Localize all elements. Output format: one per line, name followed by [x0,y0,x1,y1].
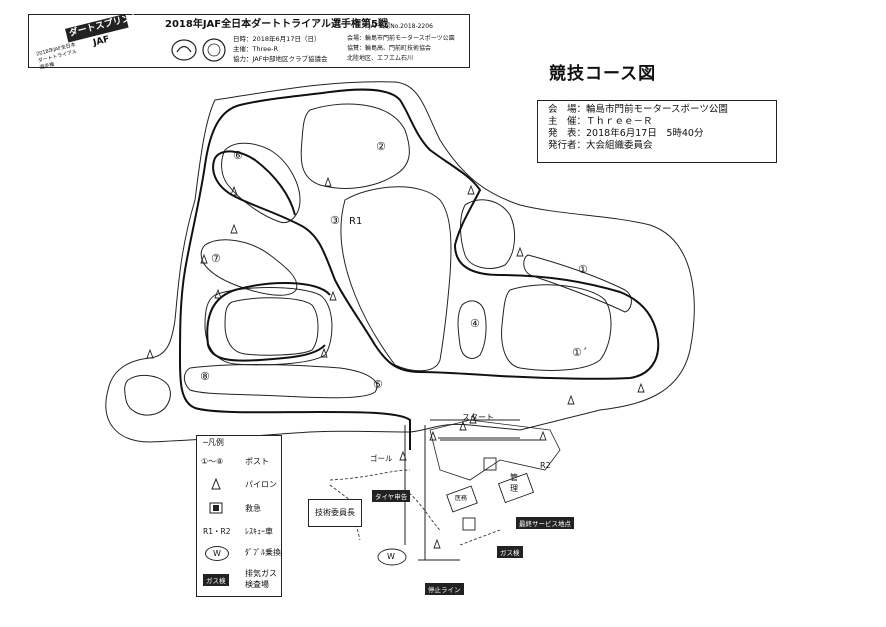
island-post2 [300,103,410,189]
post-5: ⑤ [373,378,383,391]
legend-w-marker: W [205,546,229,561]
sub-line-2: 北陸地区、エフエム石川 [347,55,414,62]
island-left-bottom [124,374,171,416]
post-6: ⑥ [233,149,243,162]
pylon-icon-group [146,176,645,549]
paddock-outline [429,419,561,481]
rescue-car-r1: R1 [349,216,363,227]
legend-post-sym: ①～⑧ [201,457,224,466]
paddock-dashed [329,469,501,546]
legend-box: ─凡例 ①～⑧ ポスト パイロン 救急 R1・R2 ﾚｽｷｭｰ車 W ﾀﾞﾌﾞﾙ… [196,435,282,597]
post-4: ④ [470,317,480,330]
control-office: 管 理 [510,473,518,493]
rescue-car-r2: R2 [540,461,551,470]
tire-check-tag: タイヤ申告 [372,490,411,502]
site-outline [105,81,695,443]
double-swap-label: W [387,552,395,561]
island-loop-inner [224,297,319,356]
event-info-box: 会 場：輪島市門前モータースポーツ公園 主 催：Ｔｈｒｅｅ－Ｒ 発 表：2018… [537,100,777,163]
island-right-strip [523,254,632,313]
island-post6 [221,142,301,224]
legend-gas-sym: ガス検 [203,574,229,586]
date-line: 日時：2018年6月17日（日） [233,35,321,43]
double-swap-marker [377,548,407,566]
island-post7 [200,239,298,296]
island-center [340,186,452,372]
legend-pylon-label: パイロン [245,480,277,489]
info-row-venue: 会 場：輪島市門前モータースポーツ公園 [548,104,728,115]
organizer-logo-icon [202,38,226,62]
medical-label: 医務 [455,495,468,502]
post-1-dash: ①´ [572,346,588,359]
island-loop-left [204,287,333,366]
island-post1d [501,284,612,371]
jaf-logo-icon [171,39,197,61]
start-label: スタート [462,413,494,422]
organizer-line: 主催：Three-R [233,45,278,53]
legend-post-label: ポスト [245,457,269,466]
permit-number: JAF公認No.2018-2206 [369,23,433,30]
legend-gas-label: 排気ガス [245,569,277,578]
post-1: ① [578,263,588,276]
post-8: ⑧ [200,370,210,383]
final-service-tag: 最終サービス地点 [516,517,574,529]
legend-title: ─凡例 [203,438,224,447]
info-row-announced: 発 表：2018年6月17日 5時40分 [548,128,704,139]
gas-check-tag: ガス検 [497,546,523,558]
info-row-publisher: 発行者：大会組織委員会 [548,140,653,151]
rescue-icon [209,502,223,514]
pylon-icon [211,478,221,490]
legend-w-label: ﾀﾞﾌﾞﾙ乗換 [245,548,281,557]
event-header: ダートスプリント JAF 2018年JAF全日本 ダートトライアル 選手権 20… [28,12,470,71]
sub-line-1: 協賛：輪島高、門前町技術協会 [347,45,432,52]
stop-line-tag: 停止ライン [425,583,464,595]
post-2: ② [376,140,386,153]
legend-rescue-car-sym: R1・R2 [203,527,231,536]
island-post4 [457,300,487,359]
rescue-icon-group [446,457,535,531]
cooperation-line: 協力：JAF中部地区クラブ協議会 [233,55,328,63]
tech-committee-box: 技術委員長 [308,499,362,527]
course-line-inner [206,282,331,362]
legend-rescue-label: 救急 [245,504,261,513]
course-line [179,88,660,450]
island-right-upper [460,199,516,269]
venue-line: 会場：輪島市門前モータースポーツ公園 [347,35,455,42]
legend-rescue-car-label: ﾚｽｷｭｰ車 [245,527,273,536]
goal-label: ゴール [370,454,393,463]
island-post8 [183,364,378,399]
post-3: ③ [330,214,340,227]
info-row-organizer: 主 催：Ｔｈｒｅｅ－Ｒ [548,116,653,127]
paddock-road [404,419,545,560]
post-7: ⑦ [211,252,221,265]
event-title: 2018年JAF全日本ダートトライアル選手権第5戦 [165,19,388,30]
map-title: 競技コース図 [549,64,657,84]
legend-gas-label-2: 検査場 [245,580,269,589]
